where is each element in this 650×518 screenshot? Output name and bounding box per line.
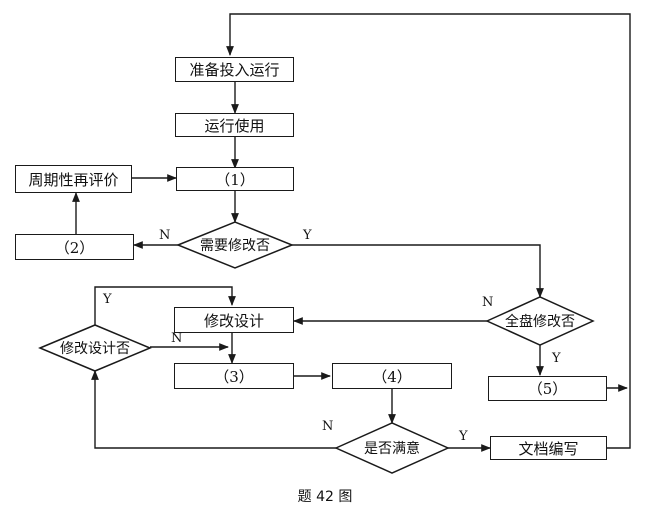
label-modify-design-q-yes: Y xyxy=(103,292,112,307)
decision-full-modify-label: 全盘修改否 xyxy=(505,314,575,330)
label-satisfied-no: N xyxy=(322,419,334,434)
process-step2: （2） xyxy=(15,234,134,260)
figure-caption: 题 42 图 xyxy=(297,489,353,505)
process-modify-design: 修改设计 xyxy=(174,307,294,333)
decision-satisfied-shape xyxy=(334,422,450,474)
edge-loop-back-top xyxy=(226,13,631,449)
edge-need-yes-to-full xyxy=(292,244,544,298)
label-full-modify-yes: Y xyxy=(552,351,561,366)
label-modify-design-q-no: N xyxy=(171,331,183,346)
label-full-modify-no: N xyxy=(482,295,494,310)
edge-satisfied-no-loop xyxy=(91,370,336,449)
label-need-modify-no: N xyxy=(159,228,171,243)
process-step3: （3） xyxy=(174,363,294,389)
process-periodic-review: 周期性再评价 xyxy=(15,165,132,193)
decision-modify-design-label: 修改设计否 xyxy=(60,341,130,357)
decision-need-modify-shape xyxy=(175,221,295,269)
process-step1: （1） xyxy=(176,167,294,191)
label-satisfied-yes: Y xyxy=(459,429,468,444)
decision-need-modify-label: 需要修改否 xyxy=(200,238,270,254)
decision-full-modify-shape xyxy=(485,296,595,346)
decision-modify-design-shape xyxy=(38,324,152,372)
edge-designq-yes-to-design xyxy=(94,286,236,325)
decision-satisfied-label: 是否满意 xyxy=(364,441,420,457)
process-doc-write: 文档编写 xyxy=(490,436,607,460)
process-prepare-run: 准备投入运行 xyxy=(175,57,294,82)
label-need-modify-yes: Y xyxy=(303,228,312,243)
process-step4: （4） xyxy=(332,363,452,389)
process-run-use: 运行使用 xyxy=(175,113,294,137)
process-step5: （5） xyxy=(488,376,607,401)
